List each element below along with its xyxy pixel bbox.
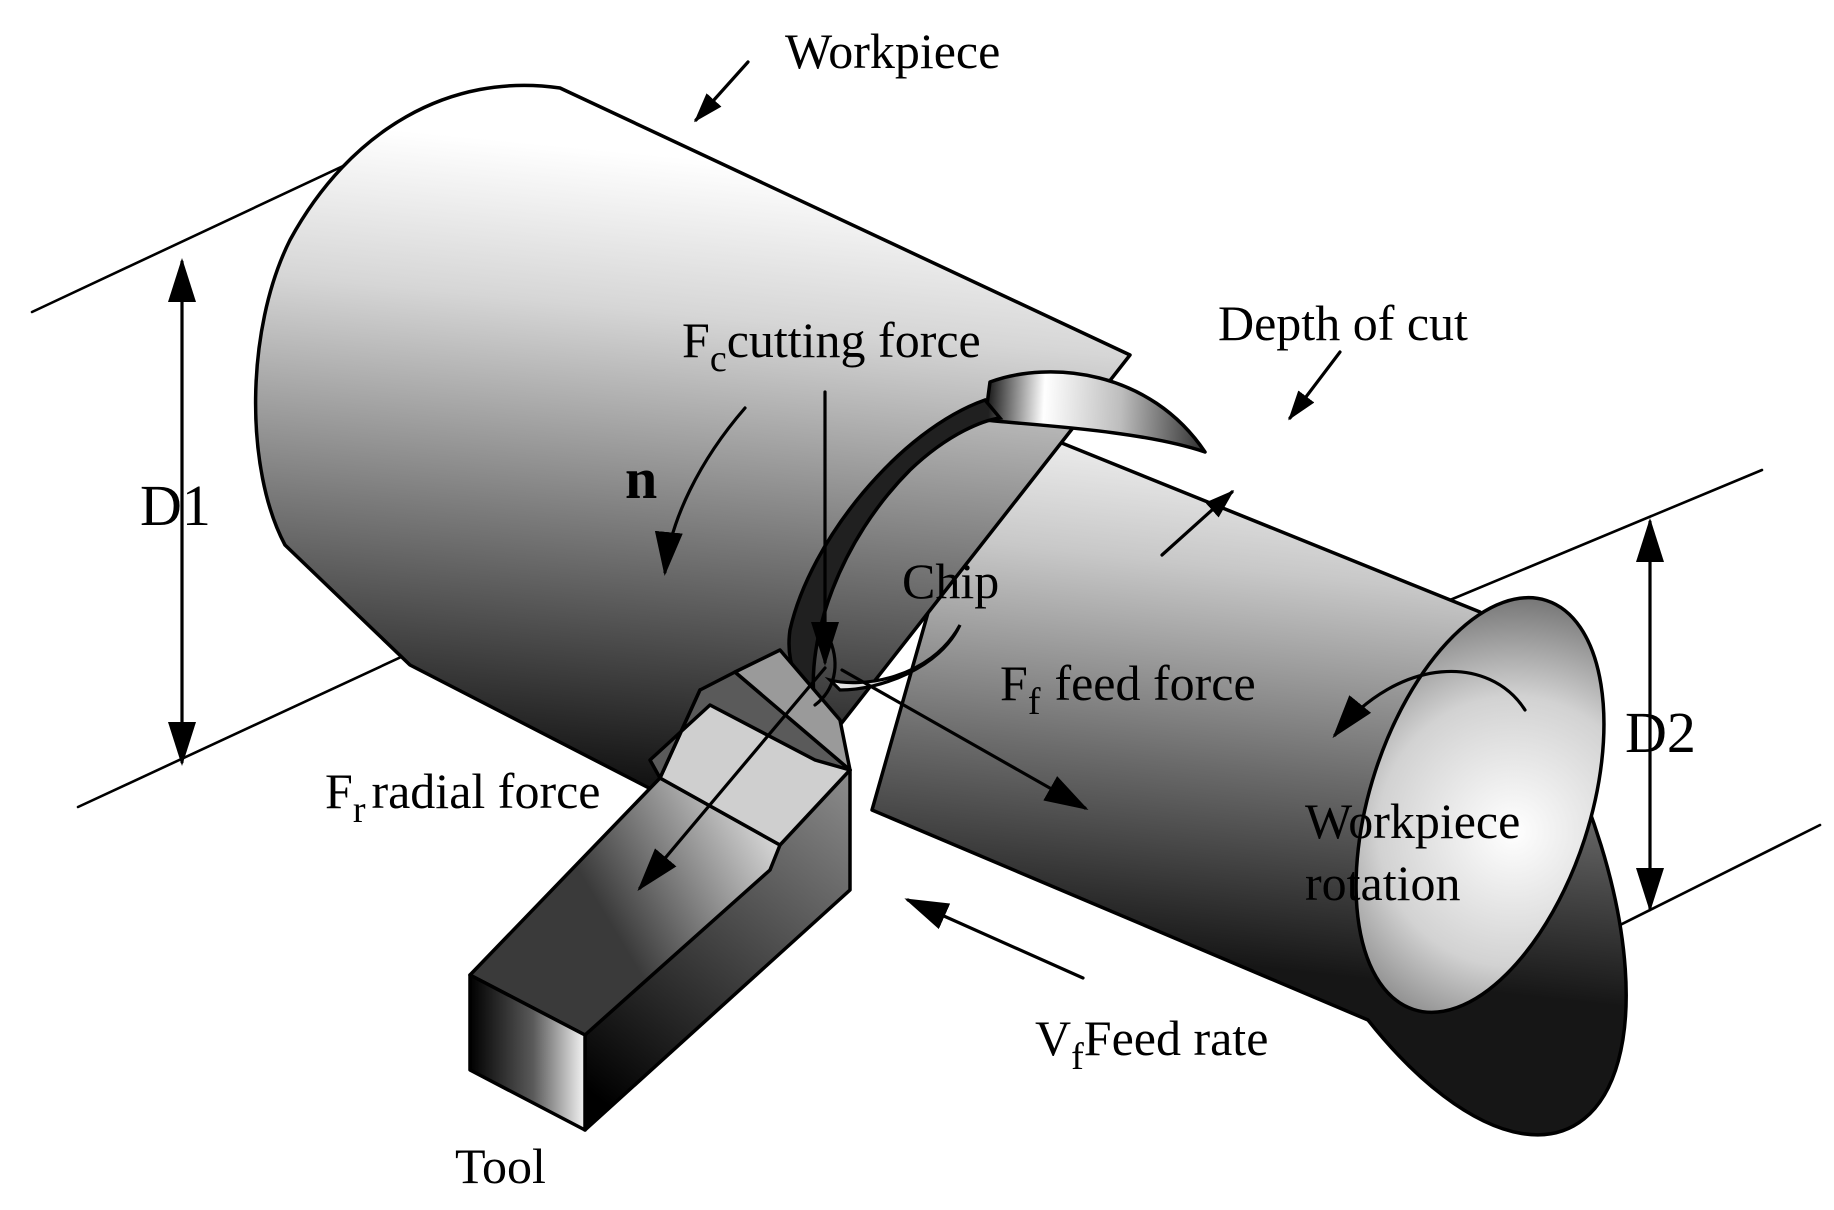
workpiece-large-body <box>253 83 1132 842</box>
workpiece-rotation-arrow <box>1332 669 1527 739</box>
feed-rate-text: Feed rate <box>1084 1010 1269 1066</box>
tool-label: Tool <box>455 1138 546 1194</box>
feed-rate-label: VfFeed rate <box>1035 1010 1268 1078</box>
cutting-force-text: cutting force <box>727 312 981 368</box>
workpiece-rotation-label-line2: rotation <box>1305 855 1461 911</box>
feed-rate-symbol: V <box>1035 1010 1071 1066</box>
feed-force-subscript: f <box>1028 681 1041 723</box>
feed-force-label: Ff feed force <box>1000 655 1256 723</box>
cutting-tool <box>468 648 852 1132</box>
rotation-n-label: n <box>625 446 657 511</box>
workpiece-pointer-arrow <box>693 60 750 123</box>
radial-force-subscript: r <box>353 789 366 831</box>
radial-force-arrow <box>637 666 827 892</box>
feed-force-text: feed force <box>1054 655 1255 711</box>
feed-rate-subscript: f <box>1071 1036 1084 1078</box>
workpiece-rotation-label-line1: Workpiece <box>1305 793 1520 849</box>
workpiece-end-face <box>1354 595 1606 1015</box>
d2-label: D2 <box>1625 700 1696 765</box>
radial-force-text: radial force <box>371 763 600 819</box>
feed-rate-arrow <box>904 898 1085 980</box>
workpiece-label: Workpiece <box>785 23 1000 79</box>
feed-force-symbol: F <box>1000 655 1028 711</box>
feed-force-arrow <box>840 668 1089 810</box>
d1-label: D1 <box>140 473 211 538</box>
rotation-n-arrow <box>654 406 747 576</box>
chip-label: Chip <box>902 553 999 609</box>
depth-of-cut-inner-arrow <box>1160 489 1235 557</box>
cutting-force-label: Fccutting force <box>682 312 981 380</box>
radial-force-symbol: F <box>325 763 353 819</box>
depth-of-cut-label: Depth of cut <box>1218 295 1468 351</box>
depth-of-cut-pointer-arrow <box>1288 350 1342 421</box>
workpiece-step-face <box>983 370 1207 454</box>
cutting-force-subscript: c <box>710 338 727 380</box>
cutting-force-symbol: F <box>682 312 710 368</box>
